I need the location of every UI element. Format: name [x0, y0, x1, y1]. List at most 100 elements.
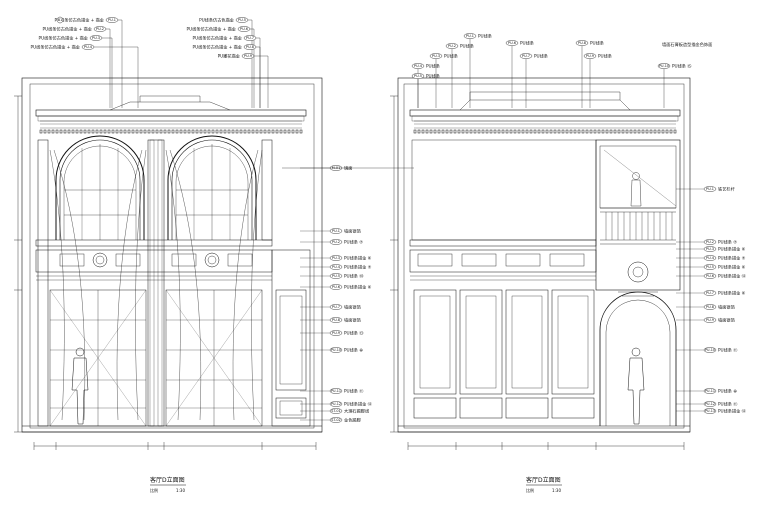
right-human-scale-figure [627, 347, 645, 425]
callout-tag: PU-2 [332, 240, 340, 244]
callout-tag: PU-2 [448, 44, 456, 48]
callout-tag: PU-10 [705, 348, 715, 352]
callout-tag-bubble [89, 35, 103, 41]
right-floor-line [398, 425, 690, 433]
dentil [255, 129, 259, 134]
callout-text: 墙面银箔 [344, 304, 361, 311]
dentil [139, 129, 143, 134]
dentil [103, 129, 107, 134]
left-dimension-line [14, 95, 317, 450]
dentil [155, 129, 159, 134]
dentil [633, 129, 637, 134]
dentil [453, 129, 457, 134]
dentil [275, 129, 279, 134]
callout-text: PU线条仿古色描金 + 描金 [193, 35, 243, 42]
dentil [417, 129, 421, 134]
leader-line [248, 19, 253, 108]
dentil [251, 129, 255, 134]
callout-text: PU线条描金 ⑦ [344, 264, 372, 271]
callout-text: PU线条 [426, 63, 441, 69]
dentil [159, 129, 163, 134]
callout-item: PU-4 PU线条描金 ⑦ [329, 264, 372, 271]
callout-tag: PU-7 [246, 36, 254, 40]
dentil [295, 129, 299, 134]
callout-text: PU线条 [426, 73, 441, 79]
callout-tag: PU-5 [414, 74, 422, 78]
left-human-scale-figure [71, 347, 89, 425]
dentil [469, 129, 473, 134]
callout-text: 墙面银箔 [718, 317, 735, 324]
callout-tag: M-01 [332, 166, 340, 170]
callout-text: PU线条描金 ⑥ [344, 255, 372, 262]
callout-tag-bubble [81, 44, 95, 50]
dentil [573, 129, 577, 134]
dentil [83, 129, 87, 134]
callout-text: PU线条 [598, 53, 613, 59]
callout-tag: PU-8 [332, 318, 340, 322]
dentil [243, 129, 247, 134]
dentil [577, 129, 581, 134]
dentil [183, 129, 187, 134]
callout-tag: PU-5 [332, 274, 340, 278]
dentil [585, 129, 589, 134]
callout-tag: PU-5 [706, 265, 714, 269]
dentil [175, 129, 179, 134]
dentil [291, 129, 295, 134]
callout-tag: PU-7 [332, 305, 340, 309]
leader-line [250, 28, 255, 108]
dentil [263, 129, 267, 134]
dentil [441, 129, 445, 134]
dentil [481, 129, 485, 134]
callout-tag-bubble [519, 53, 533, 59]
dentil [231, 129, 235, 134]
dentil [227, 129, 231, 134]
callout-tag-bubble [105, 17, 119, 23]
dentil [613, 129, 617, 134]
dentil [211, 129, 215, 134]
callout-tag: PU-8 [578, 41, 586, 45]
callout-tag: PU-4 [332, 265, 340, 269]
dentil [127, 129, 131, 134]
callout-text: PU线条 ⊕ [718, 388, 737, 394]
callout-tag: PU-4 [84, 45, 92, 49]
callout-tag-bubble [583, 53, 597, 59]
left-curtain-lines [49, 149, 263, 421]
callout-tag: PU-10 [659, 64, 669, 68]
dentil [67, 129, 71, 134]
dentil [533, 129, 537, 134]
dentil [421, 129, 425, 134]
callout-tag-bubble [411, 73, 425, 79]
callout-text: PU线条 ⑪ [718, 347, 738, 354]
callout-text: 墙面银箔 [344, 317, 361, 324]
dentil [39, 129, 43, 134]
callout-text: PU线条仿古色描金 + 描金 [43, 26, 93, 33]
dentil [215, 129, 219, 134]
dentil [163, 129, 167, 134]
callout-tag: PU-9 [244, 54, 252, 58]
right-title-text: 客厅D立面图 [526, 476, 561, 484]
callout-text: PU线条 [590, 40, 605, 46]
dentil [195, 129, 199, 134]
callout-text: PU线条描金 ⑥ [718, 246, 746, 253]
callout-tag-bubble [241, 53, 255, 59]
right-panel-doors [413, 289, 595, 419]
right-cornice [409, 91, 681, 129]
callout-item: PU-8 PU线条 [575, 40, 605, 46]
callout-tag: PU-8 [246, 45, 254, 49]
callout-text: PU线条仿古色描金 [199, 17, 235, 24]
dentil [461, 129, 465, 134]
